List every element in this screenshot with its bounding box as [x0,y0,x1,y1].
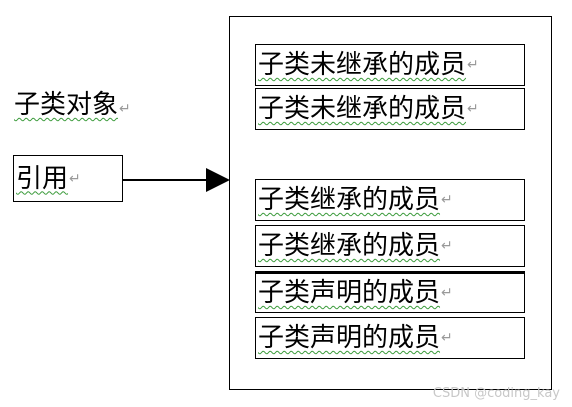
paragraph-mark-icon: ↵ [441,285,453,301]
watermark: CSDN @coding_kay [432,386,560,401]
member-row: 子类继承的成员↵ [255,225,525,267]
object-label: 子类对象↵ [14,92,131,118]
reference-box: 引用↵ [13,155,123,202]
paragraph-mark-icon: ↵ [441,192,453,208]
group-members: 子类继承的成员↵ 子类继承的成员↵ 子类声明的成员↵ 子类声明的成员↵ [255,179,525,365]
group-uninherited: 子类未继承的成员↵ 子类未继承的成员↵ [255,44,525,132]
member-row: 子类声明的成员↵ [255,271,525,313]
member-label: 子类声明的成员 [258,323,441,353]
paragraph-mark-icon: ↵ [119,101,131,117]
object-frame [229,16,552,390]
object-label-text: 子类对象 [14,90,119,120]
paragraph-mark-icon: ↵ [441,330,453,346]
member-row: 子类未继承的成员↵ [255,88,525,130]
member-label: 子类声明的成员 [258,278,441,308]
paragraph-mark-icon: ↵ [441,238,453,254]
reference-arrow [122,168,230,192]
arrowhead-icon [206,168,230,192]
paragraph-mark-icon: ↵ [467,57,479,73]
member-label: 子类未继承的成员 [258,94,467,124]
paragraph-mark-icon: ↵ [467,101,479,117]
reference-label: 引用 [16,163,69,194]
member-row: 子类继承的成员↵ [255,179,525,221]
member-row: 子类声明的成员↵ [255,317,525,359]
member-label: 子类未继承的成员 [258,50,467,80]
paragraph-mark-icon: ↵ [69,170,81,187]
member-label: 子类继承的成员 [258,231,441,261]
member-label: 子类继承的成员 [258,185,441,215]
member-row: 子类未继承的成员↵ [255,44,525,86]
